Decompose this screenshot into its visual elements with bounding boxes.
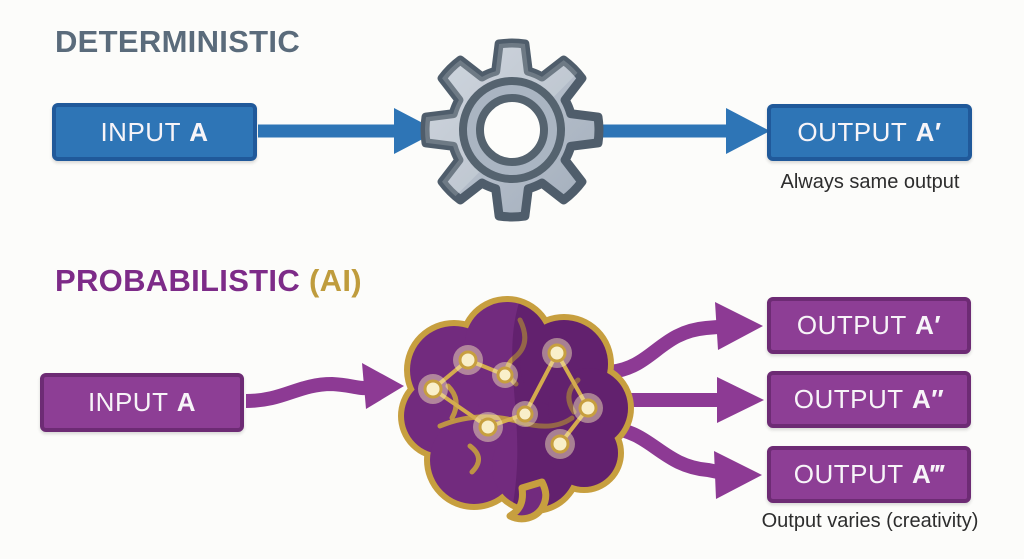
arrow-brain-to-output-3 (609, 421, 762, 499)
deterministic-input-box: INPUT A (52, 103, 257, 161)
deterministic-caption: Always same output (780, 171, 960, 193)
input-label: INPUT (87, 387, 169, 417)
arrow-gear-to-output (598, 108, 770, 154)
input-variable: A (189, 116, 209, 147)
neural-network-nodes (418, 338, 603, 459)
brain-neural-network-icon (398, 296, 634, 523)
deterministic-heading: DETERMINISTIC (55, 24, 301, 59)
output-label: OUTPUT (793, 384, 904, 414)
output-variable: A′ (915, 310, 942, 340)
output-label: OUTPUT (793, 459, 904, 489)
probabilistic-caption: Output varies (creativity) (761, 510, 979, 532)
probabilistic-heading-text: PROBABILISTIC (55, 263, 301, 298)
probabilistic-heading: PROBABILISTIC(AI) (55, 263, 362, 299)
arrow-input-to-gear (258, 108, 438, 154)
probabilistic-heading-ai: (AI) (309, 263, 362, 298)
output-variable: A″ (911, 384, 945, 414)
arrow-brain-to-output-2 (612, 377, 764, 423)
input-label: INPUT (100, 116, 181, 147)
arrow-input-to-brain (245, 363, 404, 409)
output-label: OUTPUT (797, 117, 908, 147)
output-label: OUTPUT (796, 310, 907, 340)
arrow-brain-to-output-1 (608, 302, 763, 379)
probabilistic-output-box-1: OUTPUT A′ (767, 297, 971, 354)
gear-icon (420, 38, 604, 222)
output-variable: A‴ (911, 459, 945, 489)
output-variable: A′ (915, 117, 942, 147)
input-variable: A (176, 387, 197, 417)
